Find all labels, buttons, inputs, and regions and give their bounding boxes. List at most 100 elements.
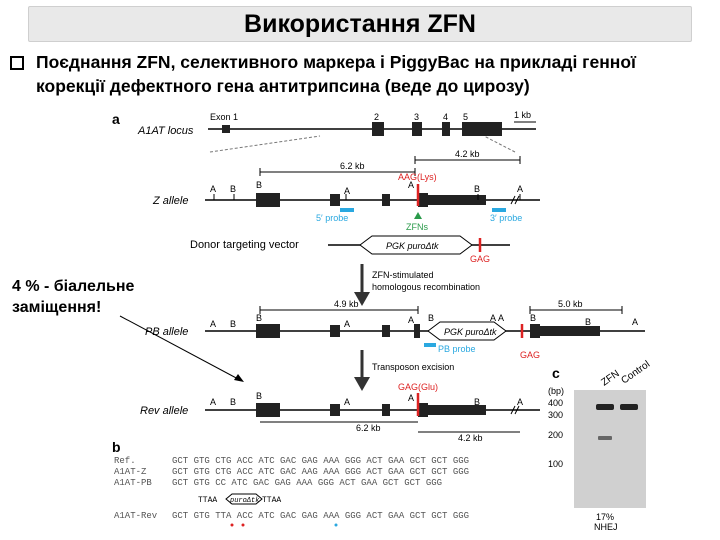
donor-gag-label: GAG: [470, 254, 490, 264]
svg-text:A: A: [344, 186, 350, 196]
panel-c-label: c: [552, 365, 560, 381]
seq-row-z: GCT GTG CTG ACC ATC GAC AAG AAA GGG ACT …: [172, 467, 469, 477]
pb-gag-label: GAG: [520, 350, 540, 360]
probe3-label: 3′ probe: [490, 213, 522, 223]
title-bar: Використання ZFN: [28, 6, 692, 42]
pb-probe-label: PB probe: [438, 344, 476, 354]
pb-puro-cassette: [427, 321, 507, 341]
svg-text:A: A: [408, 315, 414, 325]
hr-label-1: ZFN-stimulated: [372, 270, 434, 280]
seq-row-pb-name: A1AT-PB: [114, 478, 152, 488]
slide-subtitle: Поєднання ZFN, селективного маркера і Pi…: [36, 52, 636, 96]
svg-text:A: A: [490, 313, 496, 323]
hr-arrow-icon: [354, 292, 370, 306]
svg-text:A: A: [344, 397, 350, 407]
locus-exon4: [442, 122, 450, 136]
lane-control-label: Control: [619, 359, 652, 387]
nhej-percent: 17%: [596, 512, 614, 522]
seq-row-rev: GCT GTG TTA ACC ATC GAC GAG AAA GGG ACT …: [172, 511, 469, 521]
bullet-checkbox-icon: [10, 56, 24, 70]
svg-text:A: A: [632, 317, 638, 327]
gel-band-zfn-upper: [596, 404, 614, 410]
dist-4-2-rev: 4.2 kb: [458, 433, 483, 443]
seq-row-z-name: A1AT-Z: [114, 467, 147, 477]
svg-text:A: A: [210, 184, 216, 194]
ttaa-left: TTAA: [198, 496, 217, 505]
seq-row-ref: GCT GTG CTG ACC ATC GAC GAG AAA GGG ACT …: [172, 456, 469, 466]
svg-text:A: A: [408, 393, 414, 403]
seq-row-rev-name: A1AT-Rev: [114, 511, 158, 521]
donor-puro-cassette: [359, 235, 473, 255]
marker-400: 400: [548, 398, 563, 408]
donor-label: Donor targeting vector: [190, 239, 299, 251]
svg-text:B: B: [256, 391, 262, 401]
dist-5-0: 5.0 kb: [558, 299, 583, 309]
svg-text:B: B: [256, 313, 262, 323]
excision-arrow-icon: [354, 377, 370, 391]
exon4-label: 4: [443, 112, 448, 122]
ttaa-right: TTAA: [262, 496, 281, 505]
svg-text:B: B: [530, 313, 536, 323]
marker-100: 100: [548, 459, 563, 469]
note-line-1: 4 % - біалельне: [12, 278, 135, 295]
aag-lys-label: AAG(Lys): [398, 172, 437, 182]
probe5-bar: [340, 208, 354, 212]
pb-allele-label: PB allele: [145, 326, 188, 338]
donor-puro-label: PGK puroΔtk: [386, 241, 439, 251]
locus-label: A1AT locus: [137, 125, 194, 137]
zoom-line-left: [209, 135, 321, 153]
exon2-label: 2: [374, 112, 379, 122]
svg-text:A: A: [498, 313, 504, 323]
zoom-line-right: [483, 135, 516, 153]
scale-label: 1 kb: [514, 110, 531, 120]
svg-text:A: A: [408, 180, 414, 190]
svg-text:A: A: [210, 319, 216, 329]
rev-allele-label: Rev allele: [140, 405, 188, 417]
bp-label: (bp): [548, 386, 564, 396]
marker-200: 200: [548, 430, 563, 440]
svg-text:A: A: [210, 397, 216, 407]
seq-row-pb: GCT GTG CC ATC GAC GAG AAA GGG ACT GAA G…: [172, 478, 442, 488]
puro-small: puroΔtk: [229, 497, 260, 505]
note-line-2: заміщення!: [12, 299, 102, 316]
gel-band-control: [620, 404, 638, 410]
svg-text:B: B: [428, 313, 434, 323]
marker-300: 300: [548, 410, 563, 420]
lane-zfn-label: ZFN: [599, 368, 621, 388]
locus-exon3: [412, 122, 422, 136]
transposon-label: Transposon excision: [372, 362, 454, 372]
locus-exon1: [222, 125, 230, 133]
svg-text:A: A: [517, 397, 523, 407]
panel-a-label: a: [112, 111, 120, 127]
svg-text:B: B: [230, 184, 236, 194]
zfns-label: ZFNs: [406, 222, 428, 232]
dist-6-2-rev: 6.2 kb: [356, 423, 381, 433]
svg-text:B: B: [256, 180, 262, 190]
gag-glu-label: GAG(Glu): [398, 382, 438, 392]
exon5-label: 5: [463, 112, 468, 122]
note-arrow-icon: [234, 374, 244, 382]
exon3-label: 3: [414, 112, 419, 122]
z-allele-label: Z allele: [152, 195, 188, 207]
probe3-bar: [492, 208, 506, 212]
biallelic-note: 4 % - біалельне заміщення!: [12, 276, 182, 318]
svg-text:B: B: [474, 397, 480, 407]
svg-text:B: B: [474, 184, 480, 194]
panel-b-label: b: [112, 439, 121, 455]
pb-puro-label: PGK puroΔtk: [444, 327, 497, 337]
probe5-label: 5′ probe: [316, 213, 348, 223]
zfn-arrow-icon: [414, 212, 422, 219]
seq-row-ref-name: Ref.: [114, 456, 136, 466]
dist-4-9: 4.9 kb: [334, 299, 359, 309]
locus-exon2: [372, 122, 384, 136]
svg-text:A: A: [344, 319, 350, 329]
nhej-label: NHEJ: [594, 522, 618, 532]
gel-band-zfn-lower: [598, 436, 612, 440]
hr-label-2: homologous recombination: [372, 282, 480, 292]
dist-6-2: 6.2 kb: [340, 161, 365, 171]
svg-text:A: A: [517, 184, 523, 194]
svg-text:B: B: [230, 319, 236, 329]
dist-4-2: 4.2 kb: [455, 149, 480, 159]
exon1-label: Exon 1: [210, 112, 238, 122]
